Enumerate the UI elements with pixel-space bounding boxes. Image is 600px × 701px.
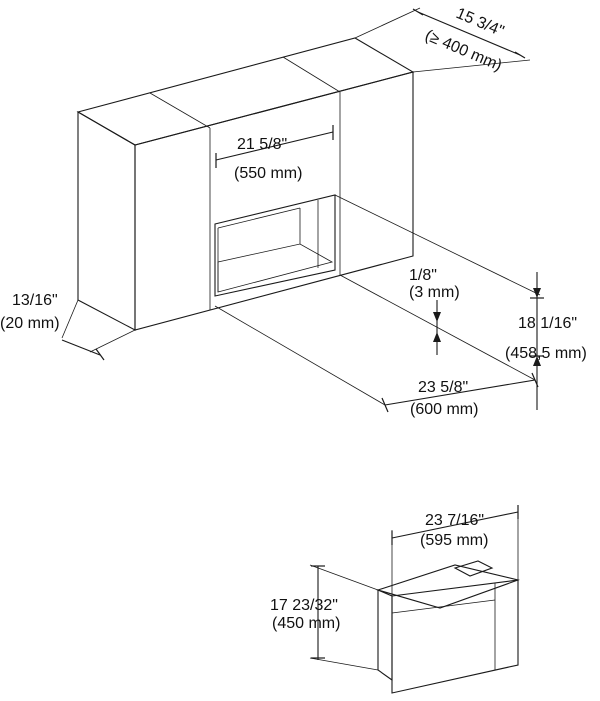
niche-floor <box>217 243 334 293</box>
panel-thickness-mm-label: (20 mm) <box>0 315 60 332</box>
niche-height-inch-label: 18 1/16" <box>518 315 577 332</box>
dimension-labels: 15 3/4" (≥ 400 mm) 21 5/8" (550 mm) 1/8"… <box>0 5 587 632</box>
cabinet-top <box>76 37 415 146</box>
gap-mm-label: (3 mm) <box>409 284 460 301</box>
cabinet-width-inch-label: 23 5/8" <box>418 379 468 396</box>
left-cabinet-side <box>77 111 136 331</box>
niche-inner-edge <box>217 207 301 229</box>
niche-opening <box>214 194 336 297</box>
gap-inch-label: 1/8" <box>409 267 437 284</box>
appliance-front <box>391 579 519 694</box>
appliance-side <box>377 589 393 682</box>
appliance-top <box>376 564 520 609</box>
cabinet-dimension-lines <box>61 7 544 413</box>
appliance-flue <box>453 560 494 577</box>
niche-width-mm-label: (550 mm) <box>234 165 302 182</box>
panel-thickness-inch-label: 13/16" <box>12 292 58 309</box>
niche-width-inch-label: 21 5/8" <box>237 136 287 153</box>
appliance-width-mm-label: (595 mm) <box>420 532 488 549</box>
depth-inch-label: 15 3/4" <box>453 5 506 40</box>
top-seam-left <box>149 92 211 129</box>
cabinet-width-mm-label: (600 mm) <box>410 401 478 418</box>
appliance-height-inch-label: 17 23/32" <box>270 597 338 614</box>
cabinet-unit <box>76 37 415 331</box>
cabinet-front <box>134 71 414 331</box>
appliance <box>376 560 520 694</box>
appliance-dimension-lines <box>309 505 519 671</box>
appliance-height-mm-label: (450 mm) <box>272 615 340 632</box>
top-seam-right <box>282 56 341 93</box>
niche-height-mm-label: (458,5 mm) <box>505 345 587 362</box>
appliance-width-inch-label: 23 7/16" <box>425 512 484 529</box>
